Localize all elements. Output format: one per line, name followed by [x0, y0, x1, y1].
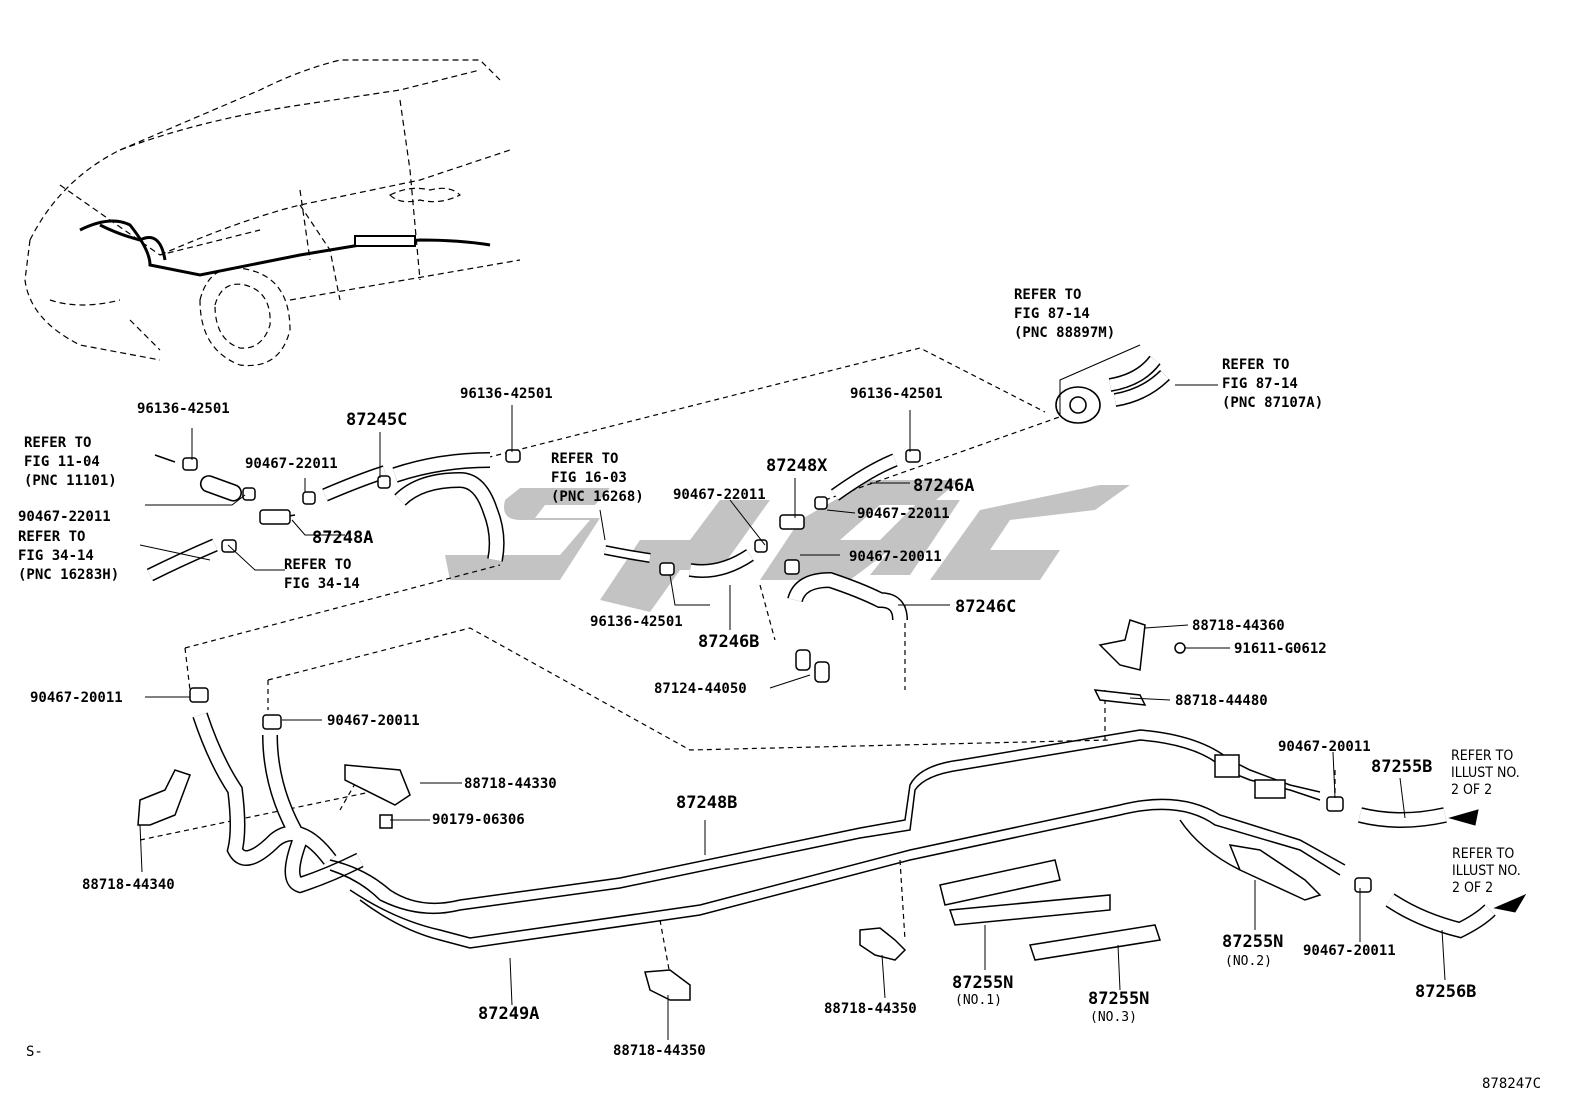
- main-pipes: [329, 729, 1346, 949]
- clamps: [182, 449, 1372, 893]
- part-sub-no2: (NO.2): [1225, 954, 1272, 969]
- footer-left-marker: S-: [26, 1044, 43, 1060]
- ref-illust-2-of-2-top[interactable]: REFER TO ILLUST NO. 2 OF 2: [1451, 748, 1520, 798]
- part-label-88718-44350-left[interactable]: 88718-44350: [613, 1043, 706, 1059]
- vehicle-outline: [24, 59, 521, 367]
- part-label-87245c[interactable]: 87245C: [346, 410, 408, 430]
- watermark-logo: [445, 480, 1130, 612]
- part-sub-no1: (NO.1): [955, 993, 1002, 1008]
- part-label-90467-22011-mid[interactable]: 90467-22011: [673, 487, 766, 503]
- ref-fig-87-14-87107a[interactable]: REFER TO FIG 87-14 (PNC 87107A): [1222, 357, 1324, 411]
- part-label-91611-g0612[interactable]: 91611-G0612: [1234, 641, 1327, 657]
- part-label-90467-20011-left[interactable]: 90467-20011: [30, 690, 123, 706]
- part-label-87246b[interactable]: 87246B: [698, 632, 760, 652]
- part-label-87246a[interactable]: 87246A: [913, 476, 975, 496]
- part-label-96136-42501-left[interactable]: 96136-42501: [137, 401, 230, 417]
- brackets: [137, 619, 1322, 1001]
- ref-fig-34-14-16283h[interactable]: REFER TO FIG 34-14 (PNC 16283H): [18, 529, 120, 583]
- part-label-88718-44340[interactable]: 88718-44340: [82, 877, 175, 893]
- part-label-88718-44350-right[interactable]: 88718-44350: [824, 1001, 917, 1017]
- part-label-87255n-no2[interactable]: 87255N: [1222, 932, 1284, 952]
- part-label-87256b[interactable]: 87256B: [1415, 982, 1477, 1002]
- part-label-96136-42501-mid[interactable]: 96136-42501: [460, 386, 553, 402]
- part-label-90467-20011-right-lower[interactable]: 90467-20011: [1303, 943, 1396, 959]
- part-label-88718-44360[interactable]: 88718-44360: [1192, 618, 1285, 634]
- part-label-90467-20011-center[interactable]: 90467-20011: [327, 713, 420, 729]
- part-sub-no3: (NO.3): [1090, 1010, 1137, 1025]
- ref-illust-2-of-2-bottom[interactable]: REFER TO ILLUST NO. 2 OF 2: [1452, 846, 1521, 896]
- part-label-90467-22011-left[interactable]: 90467-22011: [18, 509, 111, 525]
- part-label-87255b[interactable]: 87255B: [1371, 757, 1433, 777]
- ref-fig-87-14-88897m[interactable]: REFER TO FIG 87-14 (PNC 88897M): [1014, 287, 1116, 341]
- ref-fig-11-04[interactable]: REFER TO FIG 11-04 (PNC 11101): [24, 435, 117, 489]
- part-label-87255n-no3[interactable]: 87255N: [1088, 989, 1150, 1009]
- part-label-96136-42501-lower[interactable]: 96136-42501: [590, 614, 683, 630]
- part-label-90467-20011-upper[interactable]: 90467-20011: [849, 549, 942, 565]
- hoses-upper: [146, 355, 1170, 621]
- part-label-87246c[interactable]: 87246C: [955, 597, 1017, 617]
- part-label-96136-42501-right[interactable]: 96136-42501: [850, 386, 943, 402]
- part-label-87248x[interactable]: 87248X: [766, 456, 828, 476]
- part-label-87255n-no1[interactable]: 87255N: [952, 973, 1014, 993]
- part-label-88718-44330[interactable]: 88718-44330: [464, 776, 557, 792]
- vehicle-hose-route: [79, 219, 491, 277]
- part-label-87249a[interactable]: 87249A: [478, 1004, 540, 1024]
- ref-fig-34-14[interactable]: REFER TO FIG 34-14: [284, 557, 360, 592]
- part-label-87124-44050[interactable]: 87124-44050: [654, 681, 747, 697]
- dashed-connector-lines: [139, 347, 1336, 976]
- part-label-88718-44480[interactable]: 88718-44480: [1175, 693, 1268, 709]
- part-label-87248a[interactable]: 87248A: [312, 528, 374, 548]
- leader-lines: [139, 344, 1446, 1040]
- part-label-90467-22011-upper[interactable]: 90467-22011: [245, 456, 338, 472]
- figure-id: 878247C: [1482, 1076, 1542, 1092]
- part-label-90179-06306[interactable]: 90179-06306: [432, 812, 525, 828]
- ref-fig-16-03[interactable]: REFER TO FIG 16-03 (PNC 16268): [551, 451, 644, 505]
- part-label-87248b[interactable]: 87248B: [676, 793, 738, 813]
- part-label-90467-20011-right-upper[interactable]: 90467-20011: [1278, 739, 1371, 755]
- part-label-90467-22011-right[interactable]: 90467-22011: [857, 506, 950, 522]
- hoses-lower-inner: [193, 712, 1495, 937]
- arrows: [1448, 809, 1527, 913]
